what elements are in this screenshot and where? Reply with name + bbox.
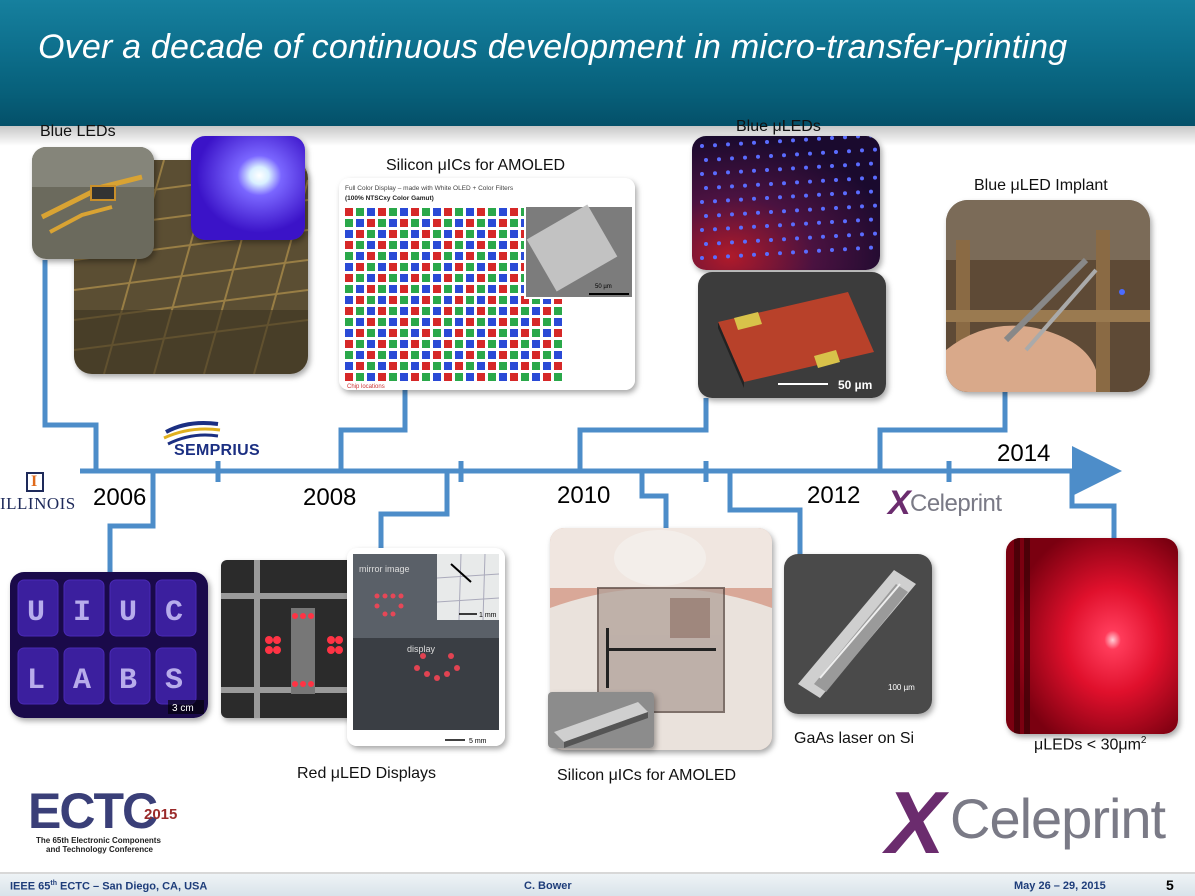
ectc-subtitle-line2: and Technology Conference <box>46 845 153 854</box>
year-2012: 2012 <box>807 482 861 509</box>
page-number: 5 <box>1166 877 1174 893</box>
display-label: display <box>407 644 436 654</box>
uled-device-sem-photo: 50 µm <box>698 272 886 398</box>
blue-uled-implant-photo <box>946 200 1150 392</box>
timeline-connectors <box>42 260 1117 572</box>
scale-50um-top: 50 µm <box>595 284 612 290</box>
amoled-display-photo: Full Color Display – made with White OLE… <box>339 178 635 390</box>
ectc-subtitle-line1: The 65th Electronic Components <box>36 836 161 845</box>
semprius-logo: SEMPRIUS <box>162 418 288 462</box>
ectc-2015-logo: ECTC 2015 The 65th Electronic Components… <box>28 783 188 856</box>
xceleprint-large-x: X <box>886 773 945 872</box>
svg-text:I: I <box>73 596 91 630</box>
svg-text:S: S <box>165 664 183 698</box>
semprius-wordmark: SEMPRIUS <box>174 442 260 459</box>
mirror-image-label: mirror image <box>359 564 410 574</box>
year-2010: 2010 <box>557 482 611 509</box>
label-silicon-uics-top: Silicon μICs for AMOLED <box>386 157 566 174</box>
xceleprint-small-x: X <box>888 484 911 522</box>
label-gaas-laser: GaAs laser on Si <box>794 730 915 747</box>
illinois-logo: ILLINOIS <box>0 470 80 516</box>
label-blue-leds: Blue LEDs <box>40 123 116 140</box>
ectc-wordmark: ECTC <box>28 783 158 839</box>
illinois-block-i-icon <box>26 472 44 492</box>
blue-uled-array-photo <box>692 136 880 270</box>
footer-author: C. Bower <box>524 880 572 892</box>
scale-5mm: 5 mm <box>469 738 487 745</box>
label-small-uleds-text: μLEDs < 30μm <box>1034 736 1141 754</box>
scale-100um: 100 µm <box>888 683 915 692</box>
footer-bar: IEEE 65th ECTC – San Diego, CA, USA C. B… <box>0 872 1195 896</box>
blue-led-closeup-photo <box>32 147 154 259</box>
year-2014: 2014 <box>997 440 1051 467</box>
chip-location-label: Chip locations <box>347 384 385 390</box>
scale-50um: 50 µm <box>838 378 872 392</box>
title-banner: Over a decade of continuous development … <box>0 0 1195 146</box>
uic-sem-inset-photo <box>548 692 654 748</box>
xceleprint-small-wordmark: Celeprint <box>910 490 1002 517</box>
label-red-uled-displays: Red μLED Displays <box>297 765 437 782</box>
xceleprint-logo-large: X Celeprint <box>886 773 1190 872</box>
label-small-uleds: μLEDs < 30μm2 <box>1034 735 1146 754</box>
footer-conference: IEEE 65th ECTC – San Diego, CA, USA <box>10 880 207 893</box>
semprius-swoosh-icon <box>163 421 221 446</box>
svg-text:C: C <box>165 596 183 630</box>
slide-title: Over a decade of continuous development … <box>38 28 1068 66</box>
full-color-caption-line2: (100% NTSCxy Color Gamut) <box>345 195 434 202</box>
small-uled-red-photo <box>1006 538 1178 734</box>
scale-1mm: 1 mm <box>479 612 497 619</box>
year-2006: 2006 <box>93 484 147 511</box>
svg-text:L: L <box>27 664 45 698</box>
ectc-year: 2015 <box>144 806 178 823</box>
footer-conference-suffix: ECTC – San Diego, CA, USA <box>56 880 208 893</box>
full-color-caption-line1: Full Color Display – made with White OLE… <box>345 185 514 192</box>
scale-3cm: 3 cm <box>172 703 194 714</box>
label-silicon-uics-bottom: Silicon μICs for AMOLED <box>557 767 737 784</box>
blue-dots <box>700 136 877 260</box>
svg-text:U: U <box>119 596 137 630</box>
svg-text:B: B <box>119 664 137 698</box>
footer-dates: May 26 – 29, 2015 <box>1014 880 1106 892</box>
blue-led-emitting-photo <box>191 136 305 240</box>
gaas-laser-sem-photo: 100 µm <box>784 554 932 714</box>
year-2008: 2008 <box>303 484 357 511</box>
amoled-cleanroom-photo <box>550 528 772 750</box>
svg-text:U: U <box>27 596 45 630</box>
xceleprint-large-wordmark: Celeprint <box>950 787 1166 850</box>
timeline-ticks <box>215 461 952 482</box>
footer-conference-prefix: IEEE 65 <box>10 880 51 893</box>
label-blue-uled-implant: Blue μLED Implant <box>974 177 1108 194</box>
label-small-uleds-sup: 2 <box>1140 735 1147 746</box>
red-uled-mirror-display-photo: mirror image display 1 mm 5 mm <box>347 548 505 746</box>
illinois-wordmark: ILLINOIS <box>0 494 76 513</box>
footer-conference-sup: th <box>50 880 57 887</box>
label-blue-uleds: Blue μLEDs <box>736 118 821 135</box>
svg-text:A: A <box>73 664 91 698</box>
